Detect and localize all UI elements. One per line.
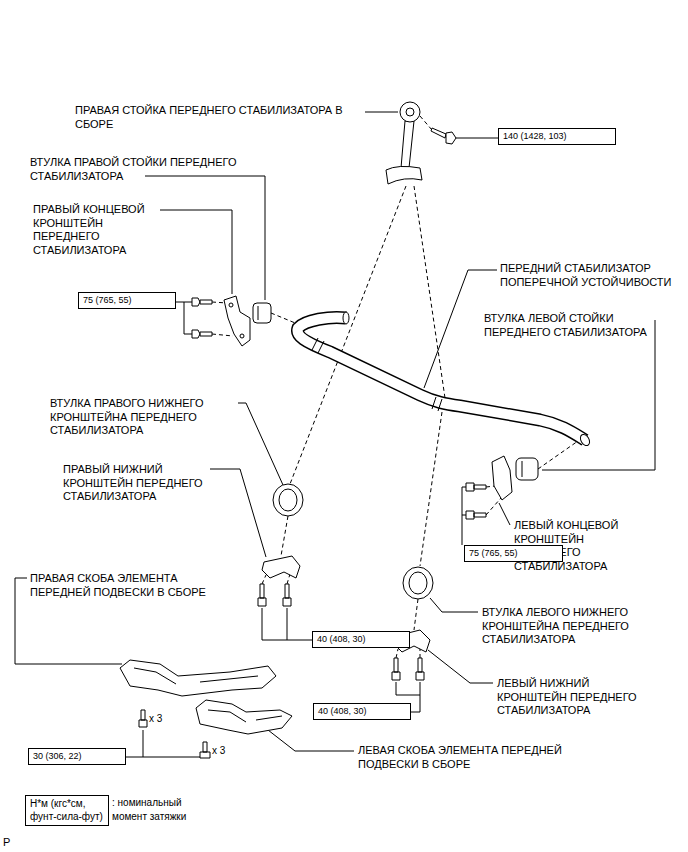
torque-box: 30 (306, 22)	[28, 748, 126, 765]
dashed-assembly-lines	[414, 186, 445, 398]
leader-lines	[176, 302, 192, 334]
dashed-assembly-lines	[420, 412, 442, 566]
leader-lines	[145, 176, 265, 300]
bracket-and-bushing	[492, 456, 512, 500]
suspension-bracket	[134, 668, 258, 684]
stabilizer-link	[406, 108, 414, 116]
bracket-and-bushing	[466, 511, 486, 519]
torque-box: 40 (408, 30)	[312, 631, 410, 648]
torque-box: 140 (1428, 103)	[498, 128, 616, 145]
quantity-note: x 3	[212, 744, 225, 758]
torque-value: 40 (408, 30)	[318, 706, 406, 717]
leader-lines	[365, 112, 398, 113]
part-name: ЛЕВЫЙ НИЖНИЙ КРОНШТЕЙН ПЕРЕДНЕГО СТАБИЛИ…	[497, 677, 639, 718]
bracket-and-bushing	[283, 584, 291, 606]
bracket-and-bushing	[229, 303, 233, 307]
dashed-assembly-lines	[420, 116, 432, 130]
dashed-assembly-lines	[281, 516, 288, 556]
bracket-and-bushing	[192, 298, 212, 306]
leader-lines	[430, 598, 478, 612]
leader-lines	[456, 138, 498, 139]
leader-lines	[262, 608, 312, 640]
torque-value: Н*м (кгс*см, фунт-сила-фут)	[30, 798, 104, 823]
part-name: ВТУЛКА ЛЕВОГО НИЖНЕГО КРОНШТЕЙНА ПЕРЕДНЕ…	[482, 606, 664, 647]
dashed-assembly-lines	[414, 599, 418, 630]
stabilizer-link	[401, 121, 414, 168]
suspension-bracket	[139, 710, 147, 727]
part-name: ПРАВЫЙ НИЖНИЙ КРОНШТЕЙН ПЕРЕДНЕГО СТАБИЛ…	[63, 463, 209, 504]
torque-value: 30 (306, 22)	[33, 751, 121, 762]
stabilizer-link	[400, 102, 420, 122]
leader-lines	[125, 730, 200, 757]
bracket-and-bushing	[240, 334, 244, 338]
suspension-bracket	[120, 660, 292, 758]
dashed-assembly-lines	[538, 441, 578, 469]
bracket-and-bushing	[258, 584, 266, 606]
bracket-and-bushing	[224, 296, 250, 346]
leader-lines	[542, 320, 655, 470]
stabilizer-link	[446, 132, 456, 144]
part-name: ПРАВАЯ СТОЙКА ПЕРЕДНЕГО СТАБИЛИЗАТОРА В …	[75, 104, 367, 131]
bracket-and-bushing	[279, 489, 297, 511]
stabilizer-bar	[312, 338, 324, 353]
legend-note: : номинальный момент затяжки	[112, 796, 204, 823]
bracket-and-bushing	[516, 458, 538, 480]
part-name: ВТУЛКА ПРАВОЙ СТОЙКИ ПЕРЕДНЕГО СТАБИЛИЗА…	[30, 156, 280, 183]
stabilizer-link	[386, 102, 456, 184]
bracket-and-bushing	[273, 484, 303, 516]
leader-lines	[15, 112, 655, 757]
leader-lines	[210, 469, 266, 557]
torque-value: 75 (765, 55)	[469, 548, 558, 559]
stabilizer-bar	[343, 312, 349, 324]
bracket-and-bushing	[403, 567, 433, 599]
part-name: ВТУЛКА ЛЕВОЙ СТОЙКИ ПЕРЕДНЕГО СТАБИЛИЗАТ…	[484, 312, 650, 339]
part-name: ПРАВАЯ СКОБА ЭЛЕМЕНТА ПЕРЕДНЕЙ ПОДВЕСКИ …	[30, 572, 222, 599]
torque-box: 75 (765, 55)	[78, 292, 176, 309]
suspension-bracket	[120, 660, 276, 696]
suspension-bracket	[196, 700, 292, 734]
bracket-and-bushing	[258, 306, 259, 320]
torque-value: 40 (408, 30)	[317, 634, 405, 645]
torque-value: 75 (765, 55)	[83, 295, 171, 306]
leader-lines	[462, 487, 466, 545]
bracket-and-bushing	[392, 658, 400, 680]
bracket-and-bushing	[522, 461, 523, 477]
torque-box: 40 (408, 30)	[313, 703, 411, 720]
part-name: ПРАВЫЙ КОНЦЕВОЙ КРОНШТЕЙН ПЕРЕДНЕГО СТАБ…	[33, 203, 158, 257]
torque-box: 75 (765, 55)	[464, 545, 563, 562]
legend-torque-box: Н*м (кгс*см, фунт-сила-фут)	[25, 795, 109, 826]
part-name: ВТУЛКА ПРАВОГО НИЖНЕГО КРОНШТЕЙНА ПЕРЕДН…	[50, 397, 236, 438]
bracket-and-bushing	[409, 572, 427, 594]
leader-lines	[268, 730, 354, 751]
part-name: ПЕРЕДНИЙ СТАБИЛИЗАТОР ПОПЕРЕЧНОЙ УСТОЙЧИ…	[500, 262, 682, 289]
stabilizer-bar	[432, 397, 442, 411]
bracket-and-bushing	[253, 303, 271, 323]
stabilizer-link	[386, 166, 422, 184]
part-name: ЛЕВАЯ СКОБА ЭЛЕМЕНТА ПЕРЕДНЕЙ ПОДВЕСКИ В…	[358, 744, 576, 771]
leader-lines	[160, 210, 232, 294]
figure-code: P	[3, 836, 10, 850]
bracket-and-bushing	[192, 330, 212, 338]
leader-lines	[238, 403, 283, 485]
stabilizer-bar	[579, 433, 592, 447]
torque-value: 140 (1428, 103)	[503, 131, 611, 142]
bracket-and-bushing	[416, 658, 424, 680]
leader-lines	[499, 503, 510, 525]
bracket-and-bushing	[466, 483, 486, 491]
suspension-bracket	[208, 710, 282, 722]
suspension-bracket	[200, 742, 210, 758]
bracket-and-bushing	[262, 556, 300, 578]
leader-lines	[428, 650, 493, 683]
quantity-note: x 3	[149, 712, 162, 726]
stabilizer-link	[431, 128, 446, 138]
